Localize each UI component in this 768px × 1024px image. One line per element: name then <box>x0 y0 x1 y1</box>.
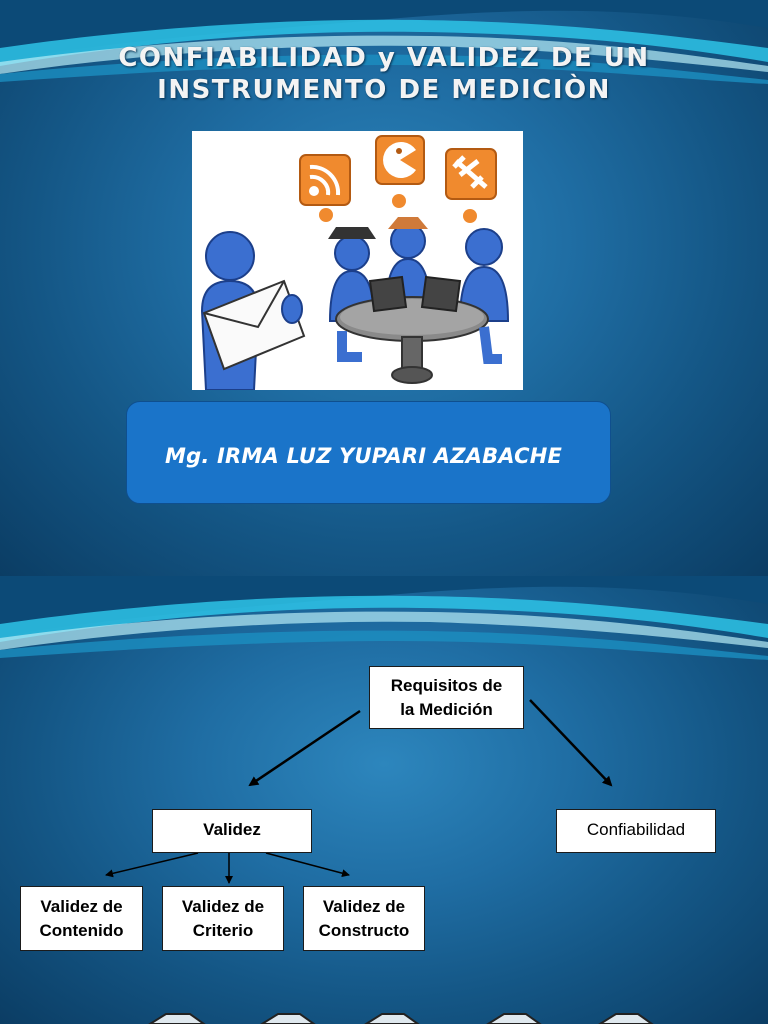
arrow-to-validez <box>248 709 361 787</box>
validez-constructo-box: Validez de Constructo <box>303 886 425 951</box>
validez-label: Validez <box>203 820 261 839</box>
diagram-arrows <box>105 699 613 884</box>
author-name: Mg. IRMA LUZ YUPARI AZABACHE <box>165 444 563 468</box>
requisitos-line-1: Requisitos de <box>390 675 503 695</box>
contenido-line-1: Validez de <box>40 896 123 916</box>
confiabilidad-label: Confiabilidad <box>586 820 686 839</box>
wave-decoration <box>0 576 768 660</box>
diagram-slide: Requisitos de la Medición Validez Confia… <box>0 576 768 1024</box>
satellite-icon <box>445 148 497 223</box>
criterio-line-1: Validez de <box>181 896 265 916</box>
validez-criterio-box: Validez de Criterio <box>162 886 284 951</box>
wave-decoration <box>0 0 768 84</box>
criterio-line-2: Criterio <box>192 920 254 940</box>
title-line-2: INSTRUMENTO DE MEDICIÒN <box>157 75 611 105</box>
bottom-decoration <box>148 1013 654 1024</box>
arrow-to-confiabilidad <box>529 699 613 787</box>
contenido-line-2: Contenido <box>39 920 124 940</box>
title-line-1: CONFIABILIDAD y VALIDEZ DE UN <box>118 43 650 73</box>
validez-box: Validez <box>152 809 312 853</box>
rss-icon <box>299 154 351 222</box>
title-slide: CONFIABILIDAD y VALIDEZ DE UN INSTRUMENT… <box>0 0 768 576</box>
meeting-group <box>328 217 510 384</box>
arrow-to-contenido <box>105 852 199 878</box>
envelope-icon <box>202 279 306 371</box>
meeting-illustration <box>192 131 523 390</box>
requisitos-box: Requisitos de la Medición <box>369 666 524 729</box>
author-box: Mg. IRMA LUZ YUPARI AZABACHE <box>126 401 611 504</box>
arrow-to-constructo <box>265 852 350 878</box>
slide-title: CONFIABILIDAD y VALIDEZ DE UN INSTRUMENT… <box>0 42 768 106</box>
person-with-envelope <box>200 231 306 390</box>
constructo-line-2: Constructo <box>318 920 410 940</box>
validez-contenido-box: Validez de Contenido <box>20 886 143 951</box>
pacman-icon <box>375 135 425 208</box>
requisitos-line-2: la Medición <box>400 699 493 719</box>
confiabilidad-box: Confiabilidad <box>556 809 716 853</box>
constructo-line-1: Validez de <box>322 896 406 916</box>
